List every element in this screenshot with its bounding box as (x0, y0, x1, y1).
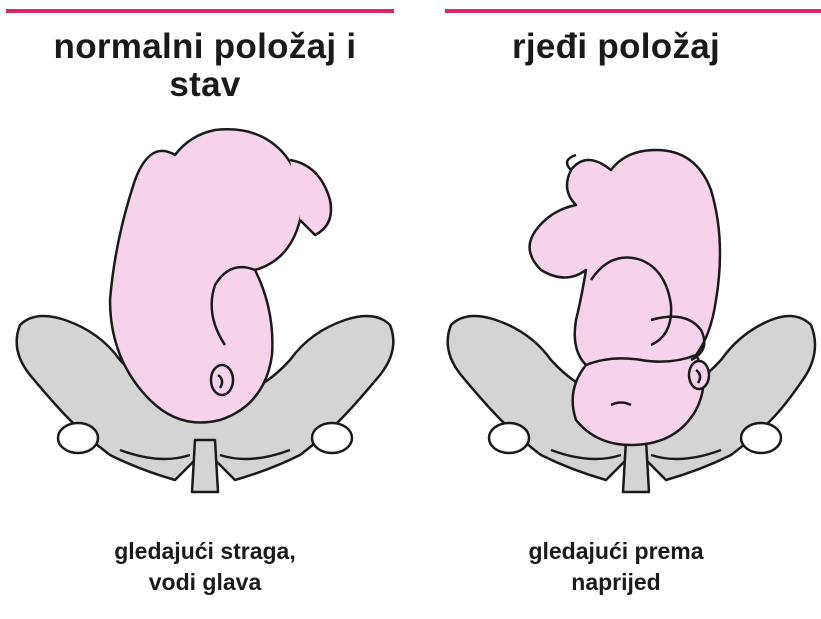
panel-less-common-position: rjeđi položaj gledajući prema naprijed (411, 0, 821, 619)
fetus-pelvis-illustration-occiput-posterior (411, 120, 821, 520)
panel-normal-position: normalni položaj i stav gledajući straga… (0, 0, 410, 619)
caption-line: gledajući straga, (0, 536, 410, 567)
caption-line: naprijed (411, 567, 821, 598)
panel-caption: gledajući prema naprijed (411, 536, 821, 598)
panel-caption: gledajući straga, vodi glava (0, 536, 410, 598)
title-line: normalni položaj i (0, 28, 410, 66)
caption-line: gledajući prema (411, 536, 821, 567)
caption-line: vodi glava (0, 567, 410, 598)
fetus-pelvis-illustration-occiput-anterior (0, 120, 410, 520)
divider-rule (445, 9, 821, 13)
panel-title: normalni položaj i stav (0, 28, 410, 104)
panel-title: rjeđi položaj (411, 28, 821, 66)
title-line: rjeđi položaj (411, 28, 821, 66)
title-line: stav (0, 66, 410, 104)
divider-rule (6, 9, 394, 13)
